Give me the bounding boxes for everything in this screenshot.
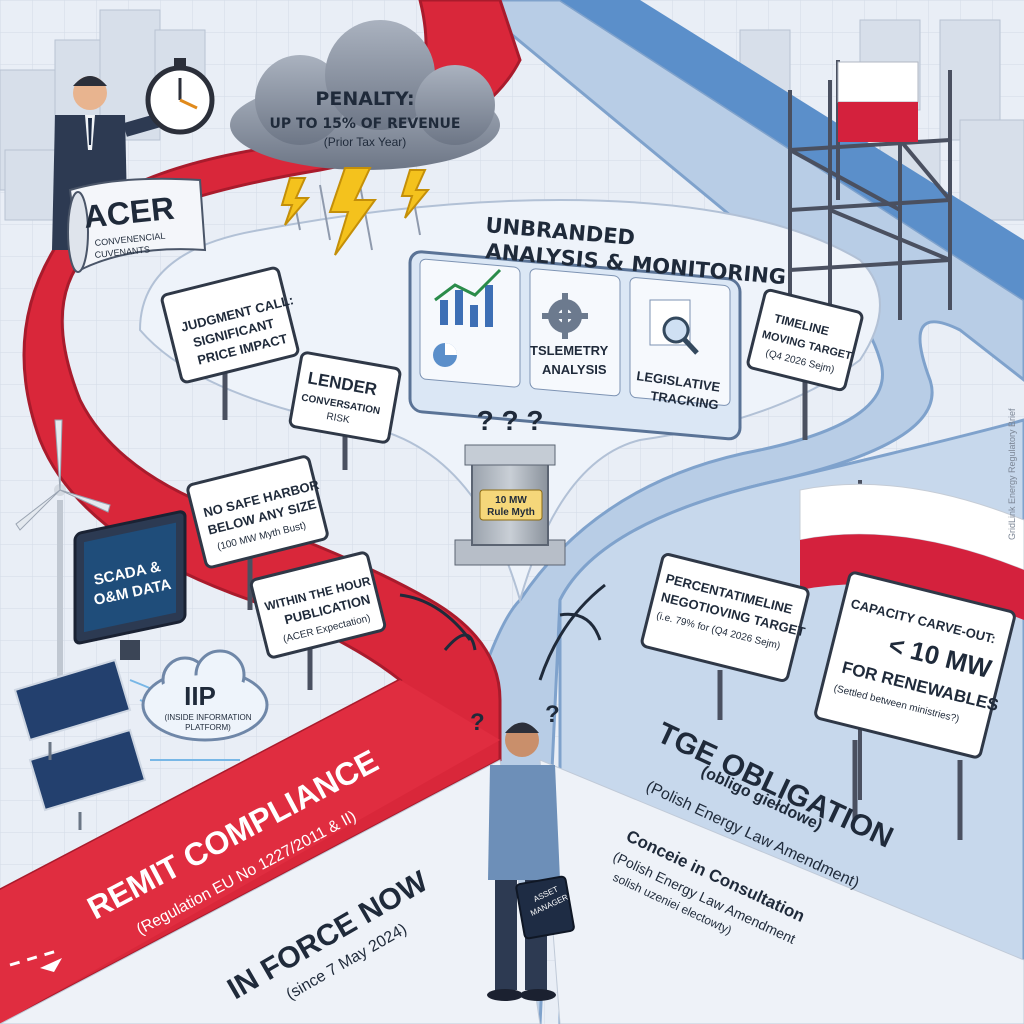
choice-arrows — [399, 583, 606, 681]
penalty-sub: (Prior Tax Year) — [324, 135, 406, 149]
scaffolding — [788, 70, 952, 330]
lender-sign — [288, 351, 402, 470]
manager-marks-left: ? — [470, 709, 485, 736]
telemetry-label-1: TSLEMETRY — [530, 343, 609, 358]
stopwatch-icon — [145, 58, 215, 135]
cloud-icon — [230, 20, 500, 170]
myth-marks: ? ? ? — [477, 405, 544, 436]
flag-icon — [836, 60, 919, 200]
iip-title: IIP — [184, 681, 216, 711]
manager-marks-right: ? — [545, 701, 560, 728]
flag-large — [799, 480, 1024, 800]
myth-pillar — [454, 444, 566, 566]
magnifier-icon — [649, 299, 699, 355]
penalty-line: UP TO 15% OF REVENUE — [270, 116, 461, 132]
safe-harbor-sign — [186, 455, 329, 610]
remit-road-banner — [0, 680, 500, 1024]
myth-line-1: 10 MW — [495, 495, 527, 506]
iip-sub-2: PLATFORM) — [185, 723, 231, 732]
lender-line-3: RISK — [326, 411, 351, 426]
solar-panel-icon — [13, 658, 147, 830]
arrow-icon — [40, 958, 62, 972]
penalty-title: PENALTY: — [315, 88, 414, 110]
myth-line-2: Rule Myth — [487, 507, 535, 518]
gear-icon — [542, 293, 588, 339]
judgment-sign — [160, 266, 300, 420]
chart-icon — [433, 268, 502, 367]
timeline-sign — [746, 288, 864, 440]
lightning-icon — [280, 167, 431, 256]
scada-monitor — [73, 510, 187, 660]
iip-sub-1: (INSIDE INFORMATION — [165, 713, 252, 722]
within-hour-sign — [249, 551, 387, 690]
road-dash — [9, 948, 61, 967]
telemetry-label-2: ANALYSIS — [542, 362, 607, 377]
percent-sign — [640, 553, 810, 720]
iip-cloud — [141, 649, 269, 742]
acer-scroll — [67, 177, 207, 273]
briefcase-icon — [515, 875, 575, 940]
watermark: GridLink Energy Regulatory Brief — [1007, 408, 1017, 540]
wind-turbine-icon — [15, 419, 111, 690]
capacity-sign — [814, 571, 1016, 840]
